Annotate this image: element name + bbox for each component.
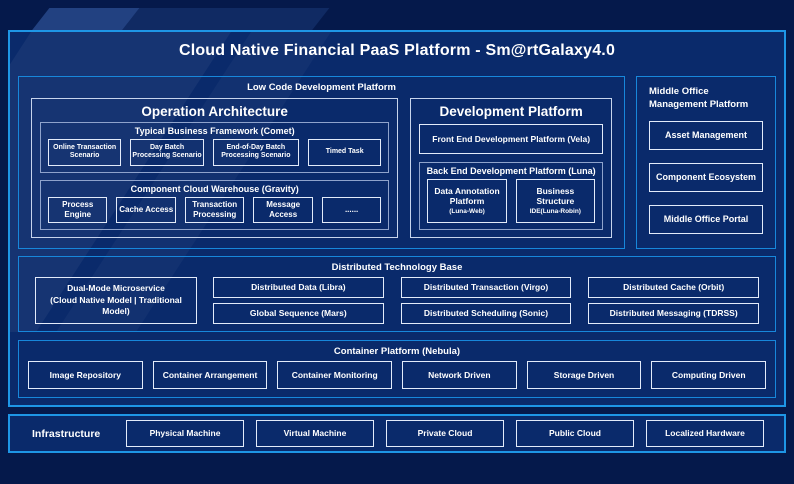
box-container-monitoring: Container Monitoring <box>277 361 393 389</box>
development-platform-title: Development Platform <box>439 104 583 119</box>
box-network-driven: Network Driven <box>402 361 517 389</box>
container-platform-section: Container Platform (Nebula) Image Reposi… <box>18 340 776 398</box>
gravity-group-label: Component Cloud Warehouse (Gravity) <box>130 183 299 194</box>
box-day-batch-processing-scenario: Day Batch Processing Scenario <box>130 139 204 166</box>
box-label: Data Annotation Platform <box>434 185 500 207</box>
typical-business-framework-group: Typical Business Framework (Comet) Onlin… <box>40 122 390 173</box>
box-container-arrangement: Container Arrangement <box>152 361 268 389</box>
box-asset-management: Asset Management <box>649 120 763 150</box>
box-public-cloud: Public Cloud <box>516 420 634 447</box>
box-sublabel: (Luna-Web) <box>449 208 485 216</box>
box-distributed-transaction-virgo: Distributed Transaction (Virgo) <box>400 277 572 298</box>
box-private-cloud: Private Cloud <box>386 420 504 447</box>
box-computing-driven: Computing Driven <box>651 361 767 389</box>
box-middle-office-portal: Middle Office Portal <box>649 204 763 234</box>
page-title: Cloud Native Financial PaaS Platform - S… <box>178 42 616 59</box>
development-platform-box: Development Platform Front End Developme… <box>410 98 612 238</box>
box-sublabel: IDE(Luna-Robin) <box>529 208 581 216</box>
low-code-section-label: Low Code Development Platform <box>247 82 396 93</box>
box-sublabel: (Cloud Native Model | Traditional Model) <box>50 294 182 317</box>
middle-office-section-label: Middle Office Management Platform <box>649 86 749 110</box>
box-global-sequence-mars: Global Sequence (Mars) <box>213 303 384 324</box>
box-transaction-processing: Transaction Processing <box>184 196 245 223</box>
box-online-transaction-scenario: Online Transaction Scenario <box>48 139 122 166</box>
box-image-repository: Image Repository <box>28 361 143 389</box>
box-distributed-messaging-tdrss: Distributed Messaging (TDRSS) <box>588 303 759 324</box>
distributed-technology-base-section: Distributed Technology Base Dual-Mode Mi… <box>18 256 776 332</box>
box-business-structure-ide-luna-robin: Business Structure IDE(Luna-Robin) <box>515 179 596 223</box>
low-code-development-platform-section: Low Code Development Platform Operation … <box>18 76 625 249</box>
box-label: Dual-Mode Microservice <box>67 283 165 294</box>
decorative-streak <box>120 8 330 32</box>
container-section-label: Container Platform (Nebula) <box>333 346 461 357</box>
box-component-ecosystem: Component Ecosystem <box>649 162 763 192</box>
middle-office-management-platform-section: Middle Office Management Platform Asset … <box>636 76 776 249</box>
box-end-of-day-batch-processing-scenario: End-of-Day Batch Processing Scenario <box>212 139 299 166</box>
box-label: Business Structure <box>536 185 575 207</box>
platform-panel: Cloud Native Financial PaaS Platform - S… <box>8 30 786 407</box>
box-physical-machine: Physical Machine <box>126 420 244 447</box>
box-process-engine: Process Engine <box>48 196 108 223</box>
operation-architecture-title: Operation Architecture <box>141 104 288 119</box>
box-ellipsis-more-components: ...... <box>321 196 382 223</box>
distributed-section-label: Distributed Technology Base <box>331 262 463 273</box>
box-timed-task: Timed Task <box>307 139 382 166</box>
luna-group-label: Back End Development Platform (Luna) <box>426 166 596 176</box>
box-dual-mode-microservice: Dual-Mode Microservice (Cloud Native Mod… <box>35 277 197 324</box>
box-front-end-development-platform-vela: Front End Development Platform (Vela) <box>419 124 603 154</box>
comet-group-label: Typical Business Framework (Comet) <box>134 126 295 136</box>
component-cloud-warehouse-group: Component Cloud Warehouse (Gravity) Proc… <box>40 179 390 230</box>
infrastructure-section-label: Infrastructure <box>32 427 101 440</box>
decorative-streak <box>30 8 140 32</box>
infrastructure-section: Infrastructure Physical Machine Virtual … <box>8 414 786 453</box>
platform-top-row: Low Code Development Platform Operation … <box>18 76 776 249</box>
box-localized-hardware: Localized Hardware <box>646 420 764 447</box>
box-distributed-data-libra: Distributed Data (Libra) <box>213 277 384 298</box>
box-cache-access: Cache Access <box>116 196 176 223</box>
box-virtual-machine: Virtual Machine <box>256 420 374 447</box>
operation-architecture-box: Operation Architecture Typical Business … <box>31 98 399 238</box>
box-message-access: Message Access <box>253 196 313 223</box>
box-distributed-cache-orbit: Distributed Cache (Orbit) <box>588 277 759 298</box>
back-end-development-platform-group: Back End Development Platform (Luna) Dat… <box>419 162 603 230</box>
box-data-annotation-platform-luna-web: Data Annotation Platform (Luna-Web) <box>427 179 507 223</box>
box-storage-driven: Storage Driven <box>526 361 642 389</box>
box-distributed-scheduling-sonic: Distributed Scheduling (Sonic) <box>400 303 572 324</box>
